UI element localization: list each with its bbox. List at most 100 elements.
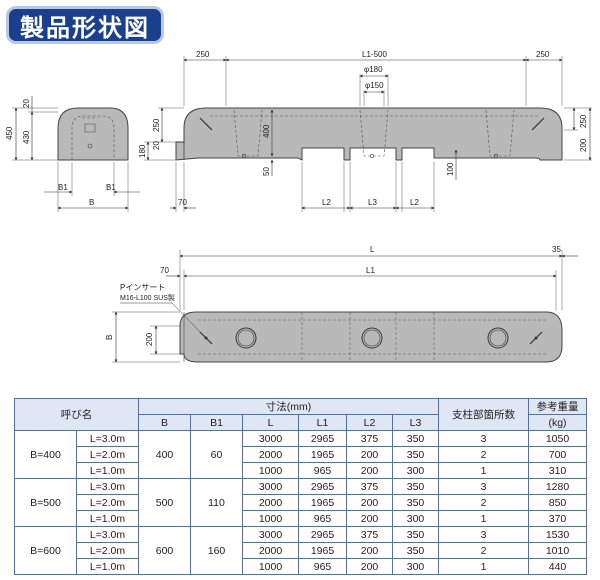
spec-table: 呼び名 寸法(mm) 支柱部箇所数 参考重量 B B1 L L1 L2 L3 (… (14, 398, 587, 575)
l3-cell: 350 (392, 542, 439, 559)
weight-cell: 1280 (528, 478, 587, 495)
l1-cell: 2965 (298, 478, 347, 495)
support-count-cell: 3 (438, 526, 529, 543)
length-cell: L=2.0m (76, 494, 139, 511)
l3-cell: 300 (392, 462, 439, 479)
end-h430-label: 430 (22, 130, 31, 144)
end-b-label: B (89, 198, 94, 207)
group-name-cell: B=600 (14, 526, 77, 575)
plan-insert-note-1: Pインサート (120, 283, 165, 292)
length-cell: L=1.0m (76, 510, 139, 527)
length-cell: L=3.0m (76, 526, 139, 543)
l-cell: 1000 (242, 558, 299, 575)
b1-cell: 160 (190, 526, 243, 575)
l2-cell: 200 (346, 510, 393, 527)
side-right-200-label: 200 (579, 138, 588, 152)
l1-cell: 2965 (298, 430, 347, 447)
l2-cell: 375 (346, 526, 393, 543)
l1-cell: 1965 (298, 446, 347, 463)
weight-cell: 1530 (528, 526, 587, 543)
l-cell: 1000 (242, 462, 299, 479)
group-name-cell: B=400 (14, 430, 77, 479)
length-cell: L=3.0m (76, 430, 139, 447)
plan-35-label: 35 (552, 245, 561, 254)
l1-cell: 965 (298, 558, 347, 575)
support-count-cell: 2 (438, 446, 529, 463)
side-b70-label: 70 (178, 198, 187, 207)
l2-cell: 375 (346, 478, 393, 495)
side-l1-500-label: L1-500 (362, 50, 387, 59)
b1-cell: 60 (190, 430, 243, 479)
plan-insert-note-2: M16-L100 SUS製 (120, 293, 175, 302)
weight-cell: 700 (528, 446, 587, 463)
length-cell: L=3.0m (76, 478, 139, 495)
side-left-250-label: 250 (196, 50, 210, 59)
l3-cell: 300 (392, 558, 439, 575)
support-count-cell: 3 (438, 430, 529, 447)
support-count-cell: 1 (438, 462, 529, 479)
side-phi180-label: φ180 (364, 65, 383, 74)
weight-cell: 850 (528, 494, 587, 511)
l-cell: 2000 (242, 542, 299, 559)
l2-cell: 200 (346, 462, 393, 479)
header-weight-unit: (kg) (528, 414, 587, 431)
subheader-l: L (242, 414, 299, 431)
subheader-l1: L1 (298, 414, 347, 431)
weight-cell: 370 (528, 510, 587, 527)
length-cell: L=2.0m (76, 542, 139, 559)
side-h180-label: 180 (138, 144, 147, 158)
header-name: 呼び名 (14, 398, 139, 431)
l2-cell: 200 (346, 542, 393, 559)
support-count-cell: 1 (438, 558, 529, 575)
l2-cell: 200 (346, 446, 393, 463)
header-weight: 参考重量 (528, 398, 587, 415)
side-h250-label: 250 (152, 118, 161, 132)
side-view: 250 L1-500 250 φ180 φ150 250 180 20 400 … (138, 50, 592, 212)
side-h100-label: 100 (446, 162, 455, 176)
side-phi150-label: φ150 (365, 81, 384, 90)
side-l3-label: L3 (368, 198, 377, 207)
plan-200-label: 200 (145, 332, 154, 346)
plan-view: L 35 70 L1 Pインサート M16-L100 SUS製 B 200 (105, 245, 578, 363)
l3-cell: 300 (392, 510, 439, 527)
l2-cell: 200 (346, 494, 393, 511)
b-cell: 500 (138, 478, 191, 527)
plan-l-label: L (370, 245, 375, 254)
end-b1-right-label: B1 (106, 183, 116, 192)
l1-cell: 1965 (298, 494, 347, 511)
b1-cell: 110 (190, 478, 243, 527)
plan-70-label: 70 (160, 266, 169, 275)
support-count-cell: 2 (438, 494, 529, 511)
l1-cell: 1965 (298, 542, 347, 559)
l3-cell: 350 (392, 478, 439, 495)
end-view: 450 430 20 B1 B1 B (5, 96, 140, 212)
side-h20-label: 20 (152, 141, 161, 150)
weight-cell: 310 (528, 462, 587, 479)
support-count-cell: 3 (438, 478, 529, 495)
support-count-cell: 1 (438, 510, 529, 527)
l-cell: 3000 (242, 430, 299, 447)
side-h400-label: 400 (262, 124, 271, 138)
plan-l1-label: L1 (366, 266, 375, 275)
l-cell: 3000 (242, 478, 299, 495)
length-cell: L=1.0m (76, 558, 139, 575)
header-dims: 寸法(mm) (138, 398, 439, 415)
length-cell: L=1.0m (76, 462, 139, 479)
b-cell: 400 (138, 430, 191, 479)
weight-cell: 1050 (528, 430, 587, 447)
group-name-cell: B=500 (14, 478, 77, 527)
end-h20-label: 20 (22, 99, 31, 108)
l3-cell: 350 (392, 494, 439, 511)
plan-b-label: B (105, 335, 114, 340)
l3-cell: 350 (392, 526, 439, 543)
l1-cell: 2965 (298, 526, 347, 543)
l2-cell: 375 (346, 430, 393, 447)
